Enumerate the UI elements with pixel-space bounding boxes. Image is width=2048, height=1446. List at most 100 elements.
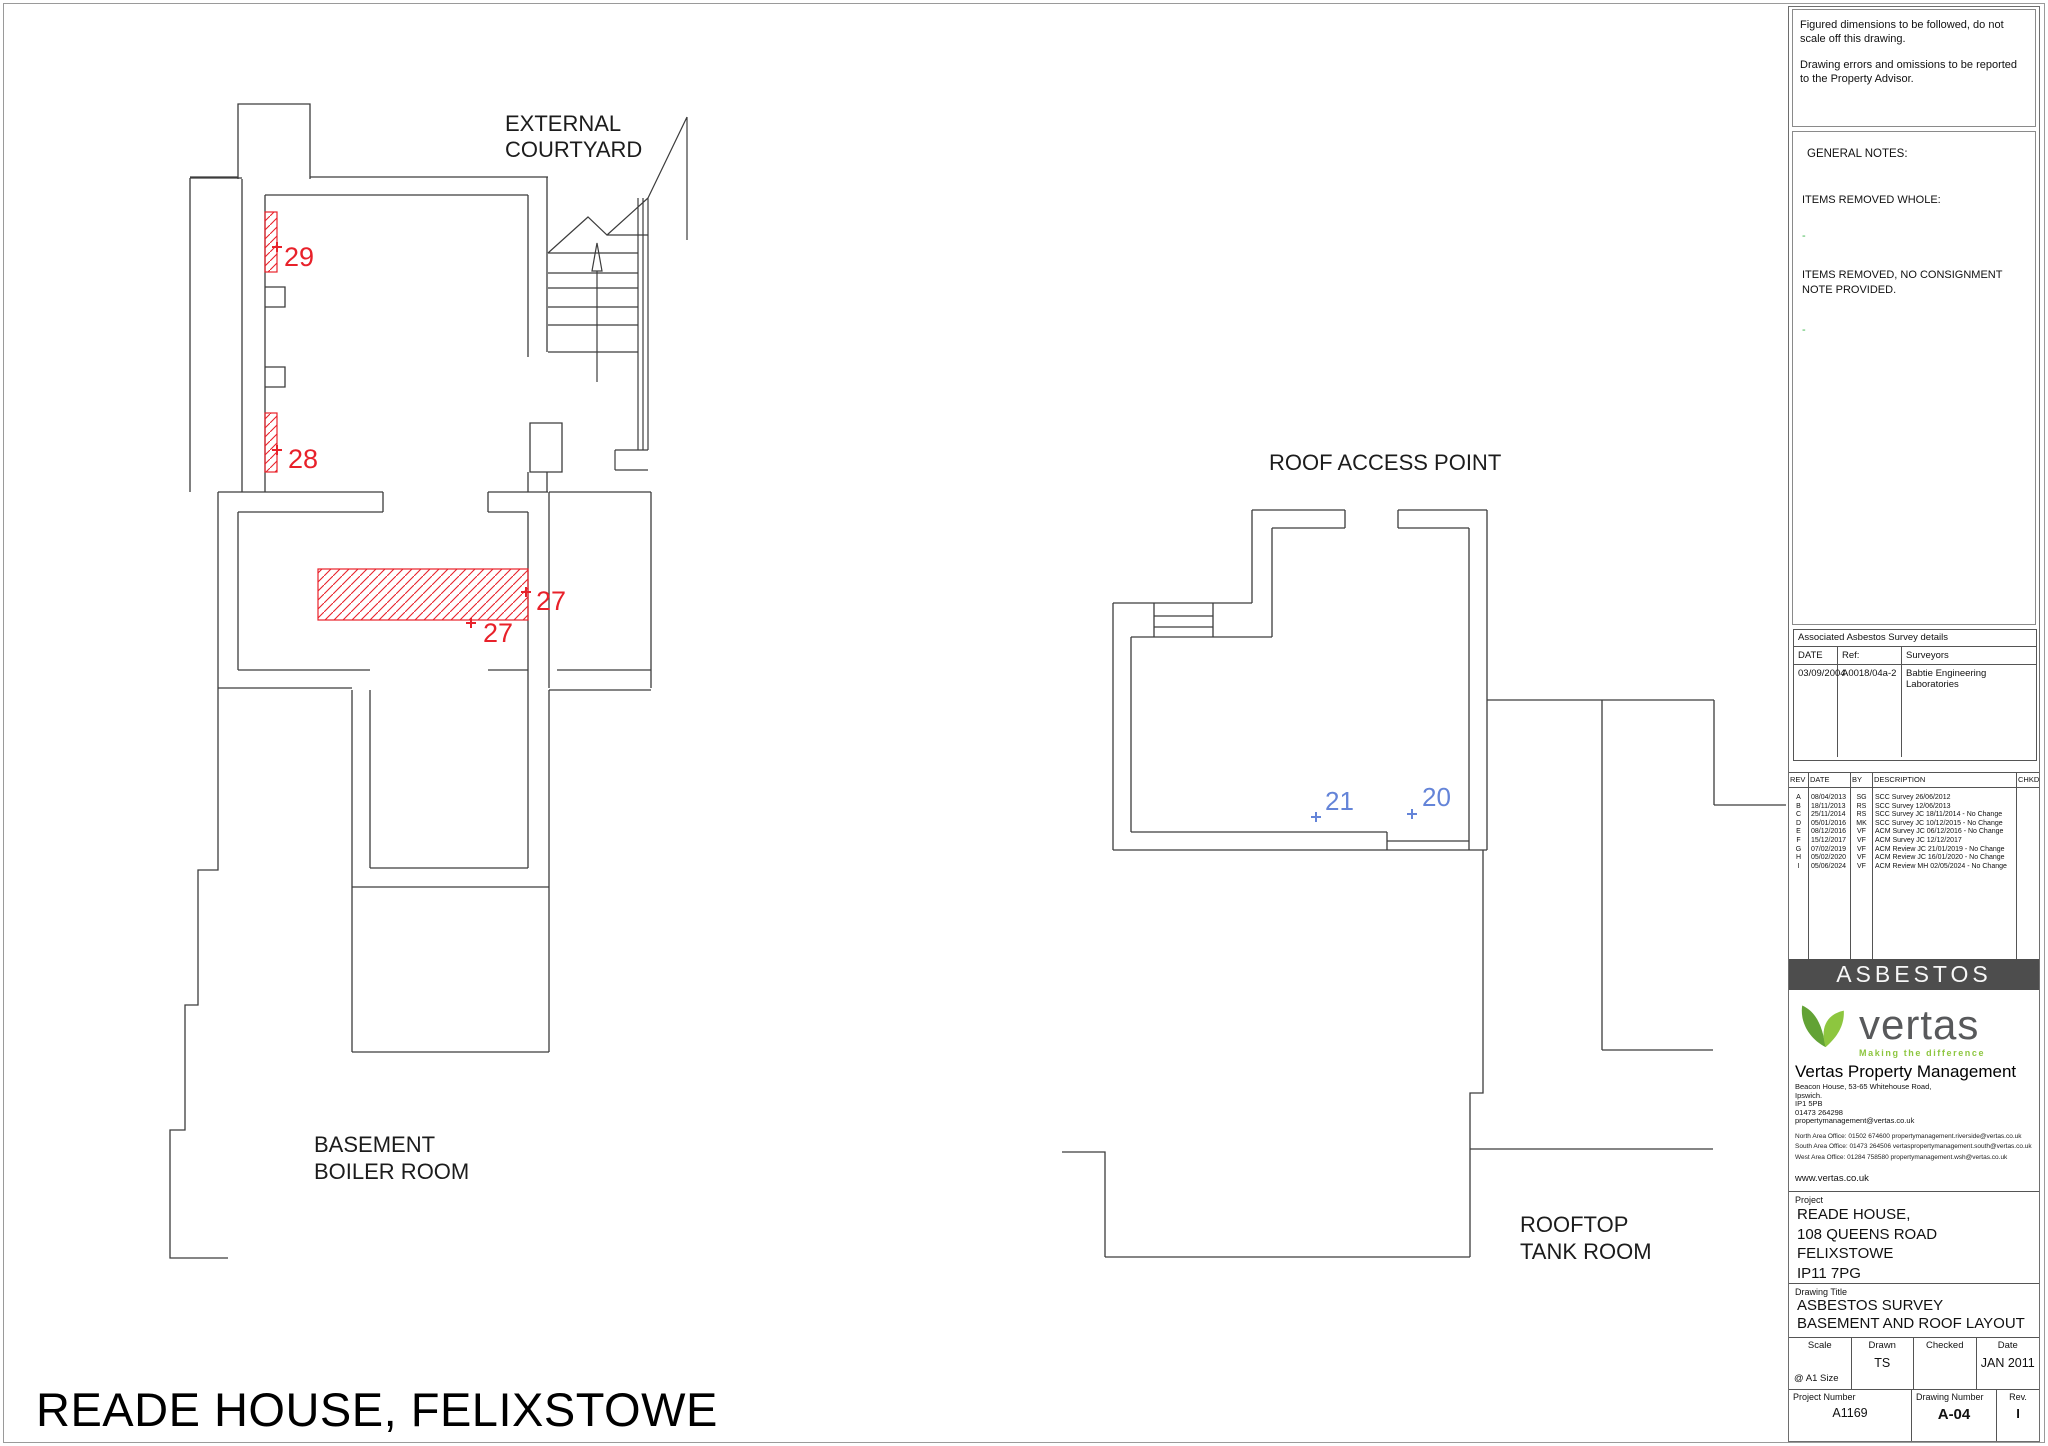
rev-cell: Rev. I bbox=[1997, 1390, 2039, 1441]
company-name: Vertas Property Management bbox=[1795, 1062, 2017, 1081]
vertas-wordmark: vertas bbox=[1859, 1001, 1980, 1048]
date-label: Date bbox=[1997, 1340, 2018, 1351]
rev-value: B bbox=[1796, 802, 1801, 810]
phone-number: 01473 264298 bbox=[1795, 1107, 1843, 1117]
rev-col-date: DATE 08/04/2013 18/11/2013 25/11/2014 05… bbox=[1809, 773, 1851, 959]
sample-number-29: 29 bbox=[284, 242, 314, 272]
office-south: South Area Office: 01473 264506 vertaspr… bbox=[1795, 1143, 2032, 1151]
disclaimer-line-2: Drawing errors and omissions to be repor… bbox=[1800, 58, 2018, 85]
rev-date: 08/04/2013 bbox=[1811, 794, 1847, 801]
project-number-cell: Project Number A1169 bbox=[1789, 1390, 1912, 1441]
basement-boiler-room-label-1: BASEMENT bbox=[314, 1132, 435, 1157]
rev-by: RS bbox=[1856, 802, 1867, 810]
survey-col-surveyors: Surveyors bbox=[1906, 650, 1949, 661]
title-block: Figured dimensions to be followed, do no… bbox=[1788, 6, 2040, 1442]
project-box: Project READE HOUSE, 108 QUEENS ROAD FEL… bbox=[1789, 1191, 2039, 1283]
rev-value-current: I bbox=[2016, 1406, 2020, 1421]
staircase bbox=[547, 116, 688, 471]
rev-value: E bbox=[1796, 828, 1801, 836]
survey-date: 03/09/2004 bbox=[1794, 665, 1846, 757]
sample-cross-20 bbox=[1407, 809, 1417, 819]
sample-number-20: 20 bbox=[1422, 782, 1451, 812]
blue-sample-markers bbox=[1311, 809, 1417, 822]
sample-number-27b: 27 bbox=[483, 618, 513, 648]
note-marker-2: - bbox=[1802, 324, 1806, 336]
survey-surveyors: Babtie Engineering Laboratories bbox=[1906, 668, 1987, 690]
associated-survey-table: Associated Asbestos Survey details DATE … bbox=[1793, 629, 2037, 761]
rev-by: VF bbox=[1857, 836, 1866, 844]
drawn-cell: Drawn TS bbox=[1852, 1338, 1914, 1389]
rev-date: 15/12/2017 bbox=[1811, 836, 1847, 844]
vertas-logo: vertas Making the difference bbox=[1789, 995, 2039, 1058]
project-number-label: Project Number bbox=[1793, 1392, 1856, 1402]
sheet-title: READE HOUSE, FELIXSTOWE bbox=[36, 1383, 718, 1436]
sample-number-27a: 27 bbox=[536, 586, 566, 616]
rev-by: SG bbox=[1856, 794, 1867, 801]
sample-number-21: 21 bbox=[1325, 786, 1354, 816]
rev-col-date-head: DATE bbox=[1809, 773, 1850, 788]
drawing-number-value: A-04 bbox=[1937, 1406, 1971, 1423]
general-notes-box: GENERAL NOTES: ITEMS REMOVED WHOLE: - IT… bbox=[1792, 131, 2036, 625]
office-north: North Area Office: 01502 674600 property… bbox=[1795, 1132, 2022, 1140]
checked-label: Checked bbox=[1926, 1340, 1964, 1351]
basement-boiler-room-label-2: BOILER ROOM bbox=[314, 1159, 469, 1184]
asbestos-hatch-28 bbox=[264, 412, 278, 473]
drawn-label: Drawn bbox=[1868, 1340, 1896, 1351]
rev-value: H bbox=[1795, 854, 1802, 862]
rev-description: ACM Review MH 02/05/2024 - No Change bbox=[1875, 862, 2007, 870]
general-notes-heading: GENERAL NOTES: bbox=[1807, 148, 1908, 160]
rev-description: SCC Survey JC 10/12/2015 - No Change bbox=[1875, 819, 2003, 827]
rev-col-chkd: CHKD bbox=[2017, 773, 2039, 959]
drawing-title-line-1: ASBESTOS SURVEY bbox=[1797, 1297, 1944, 1314]
asbestos-hatch-29 bbox=[264, 211, 278, 273]
sample-number-28: 28 bbox=[288, 444, 318, 474]
rev-description: ACM Survey JC 12/12/2017 bbox=[1875, 836, 1962, 844]
date-value: JAN 2011 bbox=[1980, 1356, 2035, 1370]
rev-value: F bbox=[1796, 836, 1801, 844]
brand-block: vertas Making the difference Vertas Prop… bbox=[1789, 995, 2039, 1191]
rev-by: VF bbox=[1857, 845, 1866, 853]
project-line-3: FELIXSTOWE bbox=[1797, 1245, 1894, 1262]
drawn-value: TS bbox=[1874, 1356, 1891, 1370]
scale-drawn-checked-date-row: Scale @ A1 Size Drawn TS Checked Date JA… bbox=[1789, 1337, 2039, 1389]
scale-cell: Scale @ A1 Size bbox=[1789, 1338, 1852, 1389]
rev-date: 08/12/2016 bbox=[1811, 828, 1847, 836]
note-items-removed-whole: ITEMS REMOVED WHOLE: bbox=[1802, 194, 1941, 206]
survey-table-header: DATE Ref: Surveyors bbox=[1794, 647, 2036, 665]
project-line-1: READE HOUSE, bbox=[1797, 1206, 1911, 1223]
survey-ref: A0018/04a-2 bbox=[1838, 665, 1902, 757]
rev-col-chkd-head: CHKD bbox=[2017, 773, 2039, 788]
rev-date: 25/11/2014 bbox=[1811, 811, 1846, 819]
external-courtyard-label-2: COURTYARD bbox=[505, 137, 642, 162]
rev-label: Rev. bbox=[2009, 1392, 2027, 1402]
rev-date: 07/02/2019 bbox=[1811, 845, 1847, 853]
sample-cross-21 bbox=[1311, 812, 1321, 822]
rev-value: I bbox=[1797, 862, 1800, 870]
rev-by: VF bbox=[1857, 828, 1866, 836]
survey-table-row: 03/09/2004 A0018/04a-2 Babtie Engineerin… bbox=[1794, 665, 2036, 757]
sample-cross-27b bbox=[466, 618, 476, 628]
rev-col-by: BY SG RS RS MK VF VF VF VF VF bbox=[1851, 773, 1873, 959]
drawing-number-cell: Drawing Number A-04 bbox=[1912, 1390, 1997, 1441]
date-cell: Date JAN 2011 bbox=[1977, 1338, 2040, 1389]
rev-date: 05/02/2020 bbox=[1811, 854, 1847, 862]
rev-col-rev: REV A B C D E F G H I bbox=[1789, 773, 1809, 959]
drawing-number-label: Drawing Number bbox=[1916, 1392, 1984, 1402]
drawing-title-box: Drawing Title ASBESTOS SURVEY BASEMENT A… bbox=[1789, 1283, 2039, 1337]
scale-note: @ A1 Size bbox=[1794, 1373, 1839, 1384]
rev-description: ACM Review JC 21/01/2019 - No Change bbox=[1875, 845, 2005, 853]
basement-plan-walls bbox=[169, 103, 652, 1259]
project-line-4: IP11 7PG bbox=[1797, 1264, 1861, 1282]
note-items-removed-no-consignment: ITEMS REMOVED, NO CONSIGNMENT NOTE PROVI… bbox=[1802, 269, 2003, 296]
project-label: Project bbox=[1795, 1195, 1824, 1205]
rev-col-by-head: BY bbox=[1851, 773, 1872, 788]
rev-description: SCC Survey 12/06/2013 bbox=[1875, 802, 1951, 810]
rev-date: 05/06/2024 bbox=[1811, 862, 1847, 870]
rev-col-description-head: DESCRIPTION bbox=[1873, 773, 2016, 788]
roof-access-point-label: ROOF ACCESS POINT bbox=[1269, 450, 1501, 475]
asbestos-banner: ASBESTOS bbox=[1789, 959, 2039, 990]
rev-description: ACM Survey JC 06/12/2016 - No Change bbox=[1875, 828, 2004, 836]
checked-cell: Checked bbox=[1914, 1338, 1977, 1389]
address-line-1: Beacon House, 53-65 Whitehouse Road, bbox=[1795, 1082, 1932, 1091]
disclaimer-line-1: Figured dimensions to be followed, do no… bbox=[1800, 19, 2004, 46]
